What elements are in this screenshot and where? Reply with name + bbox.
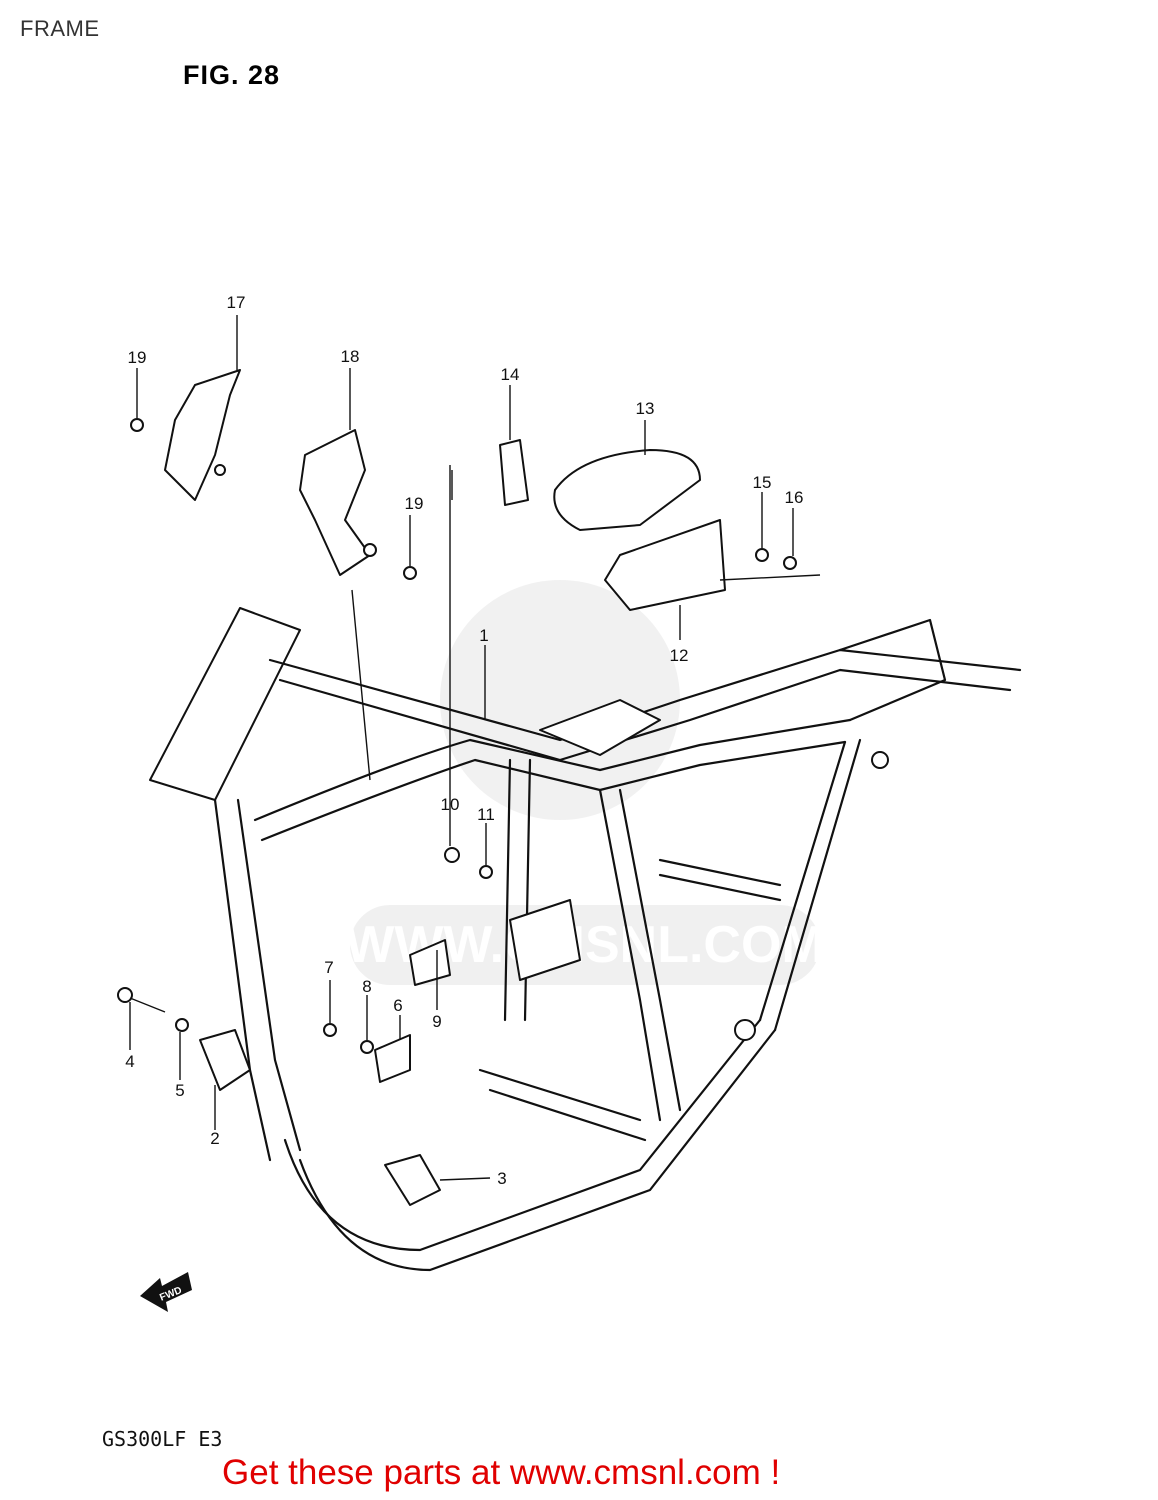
callout-12: 12 <box>670 646 689 665</box>
callout-11: 11 <box>477 805 495 824</box>
callout-1: 1 <box>479 626 488 645</box>
bolt-part-4[interactable] <box>117 987 166 1013</box>
callout-7: 7 <box>324 958 333 977</box>
bolt-part-15[interactable] <box>755 548 769 562</box>
callout-5: 5 <box>175 1081 184 1100</box>
nut-part-5[interactable] <box>175 1018 189 1032</box>
callout-9: 9 <box>432 1012 441 1031</box>
callout-19-lower: 19 <box>405 494 424 513</box>
bracket-part-17[interactable] <box>164 369 241 501</box>
model-code: GS300LF E3 <box>102 1427 223 1451</box>
bracket-part-6[interactable] <box>374 1034 411 1083</box>
washer-part-8[interactable] <box>360 1040 374 1054</box>
callout-2: 2 <box>210 1129 219 1148</box>
callout-18: 18 <box>341 347 360 366</box>
fwd-arrow-icon: FWD <box>140 1272 192 1312</box>
figure-title: FIG. 28 <box>183 60 281 90</box>
bracket-part-3[interactable] <box>384 1154 441 1206</box>
bolt-part-7[interactable] <box>323 1023 337 1037</box>
strap-part-14[interactable] <box>499 439 529 506</box>
watermark: WWW.CMSNL.COM <box>345 580 825 985</box>
callout-19-upper: 19 <box>128 348 147 367</box>
leader-lines <box>129 315 821 1181</box>
nut-part-11[interactable] <box>479 865 493 879</box>
callout-3: 3 <box>497 1169 506 1188</box>
bolt-part-19b[interactable] <box>403 566 417 580</box>
call-to-action-link[interactable]: Get these parts at www.cmsnl.com ! <box>222 1453 781 1492</box>
callout-8: 8 <box>362 977 371 996</box>
callout-labels: 1 2 3 4 5 6 7 8 9 10 11 12 13 14 15 16 1… <box>125 293 803 1188</box>
callout-13: 13 <box>636 399 655 418</box>
callout-6: 6 <box>393 996 402 1015</box>
callout-16: 16 <box>785 488 804 507</box>
callout-15: 15 <box>753 473 772 492</box>
section-label: FRAME <box>20 16 100 41</box>
bolt-part-19a[interactable] <box>130 418 144 432</box>
bolt-part-10[interactable] <box>444 847 460 863</box>
tray-part-12[interactable] <box>604 519 726 611</box>
cover-part-18[interactable] <box>299 429 377 576</box>
cover-part-13[interactable] <box>553 449 701 531</box>
callout-10: 10 <box>441 795 460 814</box>
bracket-part-9[interactable] <box>409 939 451 986</box>
callout-14: 14 <box>501 365 520 384</box>
frame-part-1[interactable] <box>149 607 1022 1272</box>
nut-part-16[interactable] <box>783 556 797 570</box>
callout-17: 17 <box>227 293 246 312</box>
bracket-part-2[interactable] <box>199 1029 251 1091</box>
callout-4: 4 <box>125 1052 134 1071</box>
